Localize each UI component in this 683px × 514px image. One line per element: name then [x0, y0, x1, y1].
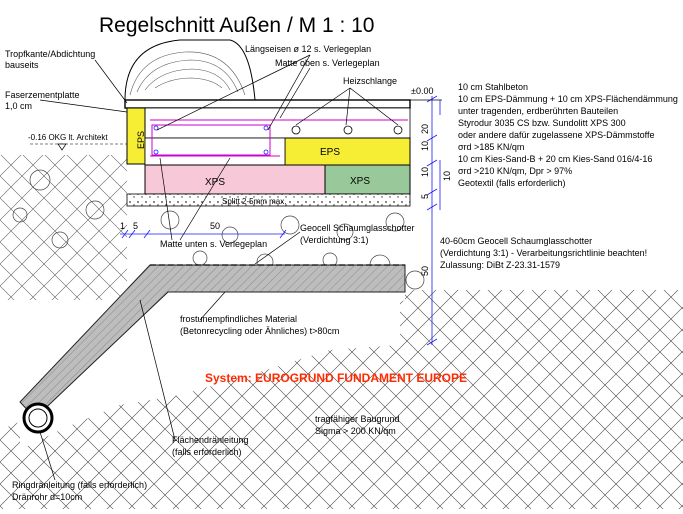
eps-vertical-board	[126, 107, 146, 165]
matte-unten-label: Matte unten s. Verlegeplan	[160, 239, 267, 249]
layer-spec-line: Geotextil (falls erforderlich)	[458, 178, 566, 188]
tropfkante-line2: bauseits	[5, 60, 39, 70]
dimension-chain-bottom	[120, 229, 287, 239]
geocell-big-line3: Zulassung: DiBt Z-23.31-1579	[440, 260, 560, 270]
faserzement-line1: Faserzementplatte	[5, 90, 80, 100]
tragfaehig-line2: Sigma > 200 KN/qm	[315, 426, 396, 436]
layer-spec-line: Styrodur 3035 CS bzw. Sundolitt XPS 300	[458, 118, 626, 128]
soil-area	[0, 155, 683, 509]
geocell-big-line1: 40-60cm Geocell Schaumglasschotter	[440, 236, 592, 246]
xps-green-label: XPS	[350, 176, 370, 187]
rebar-mesh	[150, 119, 408, 157]
system-label: System: EUROGRUND FUNDAMENT EUROPE	[205, 371, 467, 385]
tragfaehig-line1: tragfähiger Baugrund	[315, 414, 400, 424]
xps-pink-layer	[144, 164, 326, 195]
flaechendraen-line1: Flächendränleitung	[172, 435, 249, 445]
layer-spec-line: σrd >185 KN/qm	[458, 142, 524, 152]
eps-label: EPS	[320, 147, 340, 158]
geocell-small-line1: Geocell Schaumglasschotter	[300, 223, 415, 233]
concrete-inner	[144, 137, 286, 166]
faserzement-line2: 1,0 cm	[5, 101, 32, 111]
leader-lines	[39, 54, 399, 481]
dim-5: 5	[420, 194, 430, 199]
dim-10b: 10	[420, 167, 430, 177]
okg-marker	[30, 143, 127, 151]
geocell-layer	[19, 264, 406, 419]
ringdraen-line2: Dränrohr d=10cm	[12, 492, 82, 502]
frost-line1: frostunempfindliches Material	[180, 314, 297, 324]
matte-oben-label: Matte oben s. Verlegeplan	[275, 58, 380, 68]
dim-50-horizontal: 50	[210, 221, 220, 231]
wood-post	[124, 39, 256, 101]
rebar-bars	[153, 125, 269, 155]
heating-coils	[291, 125, 403, 135]
layer-spec-line: 10 cm EPS-Dämmung + 10 cm XPS-Flächendäm…	[458, 94, 678, 104]
okg-label: -0.16 OKG lt. Architekt	[28, 133, 108, 142]
geocell-small-line2: (Verdichtung 3:1)	[300, 235, 369, 245]
drawing-title: Regelschnitt Außen / M 1 : 10	[99, 14, 374, 37]
heizschlange-label: Heizschlange	[343, 76, 397, 86]
geocell-big-line2: (Verdichtung 3:1) - Verarbeitungsrichtli…	[440, 248, 647, 258]
layer-spec-line: 10 cm Kies-Sand-B + 20 cm Kies-Sand 016/…	[458, 154, 652, 164]
dim-50-vertical: 50	[420, 266, 430, 276]
dim-20: 20	[420, 124, 430, 134]
frost-line2: (Betonrecycling oder Ähnliches) t>80cm	[180, 326, 339, 336]
dimension-chain-right	[410, 95, 442, 346]
layer-spec-line: 10 cm Stahlbeton	[458, 82, 528, 92]
eps-layer	[284, 137, 411, 166]
tropfkante-line1: Tropfkante/Abdichtung	[5, 49, 95, 59]
dim-10a: 10	[420, 141, 430, 151]
layer-spec-line: σrd >210 KN/qm, Dpr > 97%	[458, 166, 572, 176]
splitt-label: Splitt 2-5mm max.	[222, 197, 286, 206]
layer-spec-block: 10 cm Stahlbeton 10 cm EPS-Dämmung + 10 …	[458, 82, 678, 188]
dim-5-horizontal: 5	[133, 221, 138, 231]
ringdraen-line1: Ringdränleitung (falls erforderlich)	[12, 480, 147, 490]
laengseisen-label: Längseisen ø 12 s. Verlegeplan	[245, 44, 371, 54]
ring-drain-pipe	[22, 402, 54, 434]
eps-vertical-label: EPS	[136, 131, 146, 149]
splitt-layer	[126, 193, 411, 207]
dim-1: 1	[120, 221, 125, 231]
level-zero: ±0.00	[411, 86, 433, 96]
flaechendraen-line2: (falls erforderlich)	[172, 447, 242, 457]
layer-spec-line: oder andere dafür zugelassene XPS-Dämmst…	[458, 130, 654, 140]
dim-10c: 10	[442, 171, 452, 181]
layer-spec-line: unter tragenden, erdberührten Bauteilen	[458, 106, 618, 116]
